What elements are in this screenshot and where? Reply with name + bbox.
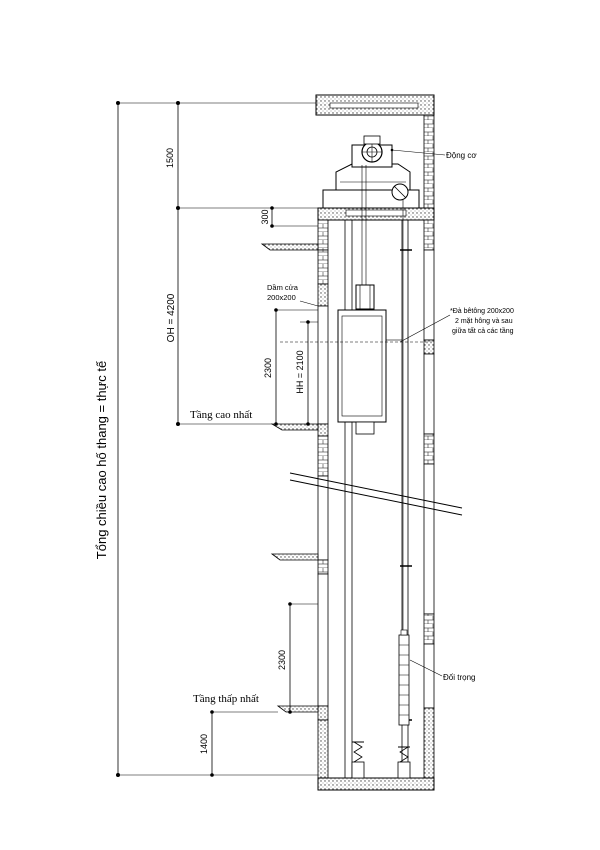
motor-label: Động cơ [446,151,477,160]
dim-2300-top: 2300 [263,358,273,378]
bottom-floor-label: Tầng thấp nhất [193,693,259,705]
concrete-note-line-2: 2 mặt hông và sau [455,318,513,325]
dim-1400: 1400 [199,734,209,754]
landing-slabs [260,243,319,713]
door-beam-label-group: Dầm cửa 200x200 [267,283,319,307]
break-lines [289,472,463,516]
machine-room-floor [317,207,435,221]
counterweight [398,629,410,726]
hh-dimension [300,320,318,426]
total-height-dimension [116,101,318,777]
machine-room-walls [423,114,435,211]
elevator-car [337,284,402,435]
d300-dimension [270,206,318,228]
top-floor-label: Tầng cao nhất [190,409,252,421]
shaft-left-wall [317,219,329,791]
d1400-dimension [210,710,278,777]
total-height-label: Tổng chiều cao hố thang = thực tế [94,360,109,559]
counterweight-label-group: Đối trọng [409,659,475,682]
concrete-note-line-1: *Đà bêtông 200x200 [450,308,514,315]
concrete-note-line-3: giữa tất cả các tầng [452,326,514,335]
dim-1500: 1500 [165,148,175,168]
motor-assembly [322,135,420,209]
roof-slab [315,94,435,116]
d2300-top-dimension [274,308,318,426]
counterweight-label: Đối trọng [443,673,475,682]
pit-buffers [351,741,411,779]
pit-floor [317,777,435,791]
door-beam-label-2: 200x200 [267,293,296,302]
dim-2300-bottom: 2300 [277,650,287,670]
d2300-bottom-dimension [288,602,318,714]
dim-oh: OH = 4200 [166,293,177,342]
shaft-right-wall [423,219,435,791]
motor-label-group: Động cơ [390,148,477,160]
oh-dimension [176,101,318,426]
dim-hh: HH = 2100 [295,350,305,393]
door-beam-label-1: Dầm cửa [267,283,299,292]
concrete-note-group: *Đà bêtông 200x200 2 mặt hông và sau giữ… [399,308,514,343]
dim-300: 300 [260,209,270,224]
hoist-ropes [361,165,404,635]
